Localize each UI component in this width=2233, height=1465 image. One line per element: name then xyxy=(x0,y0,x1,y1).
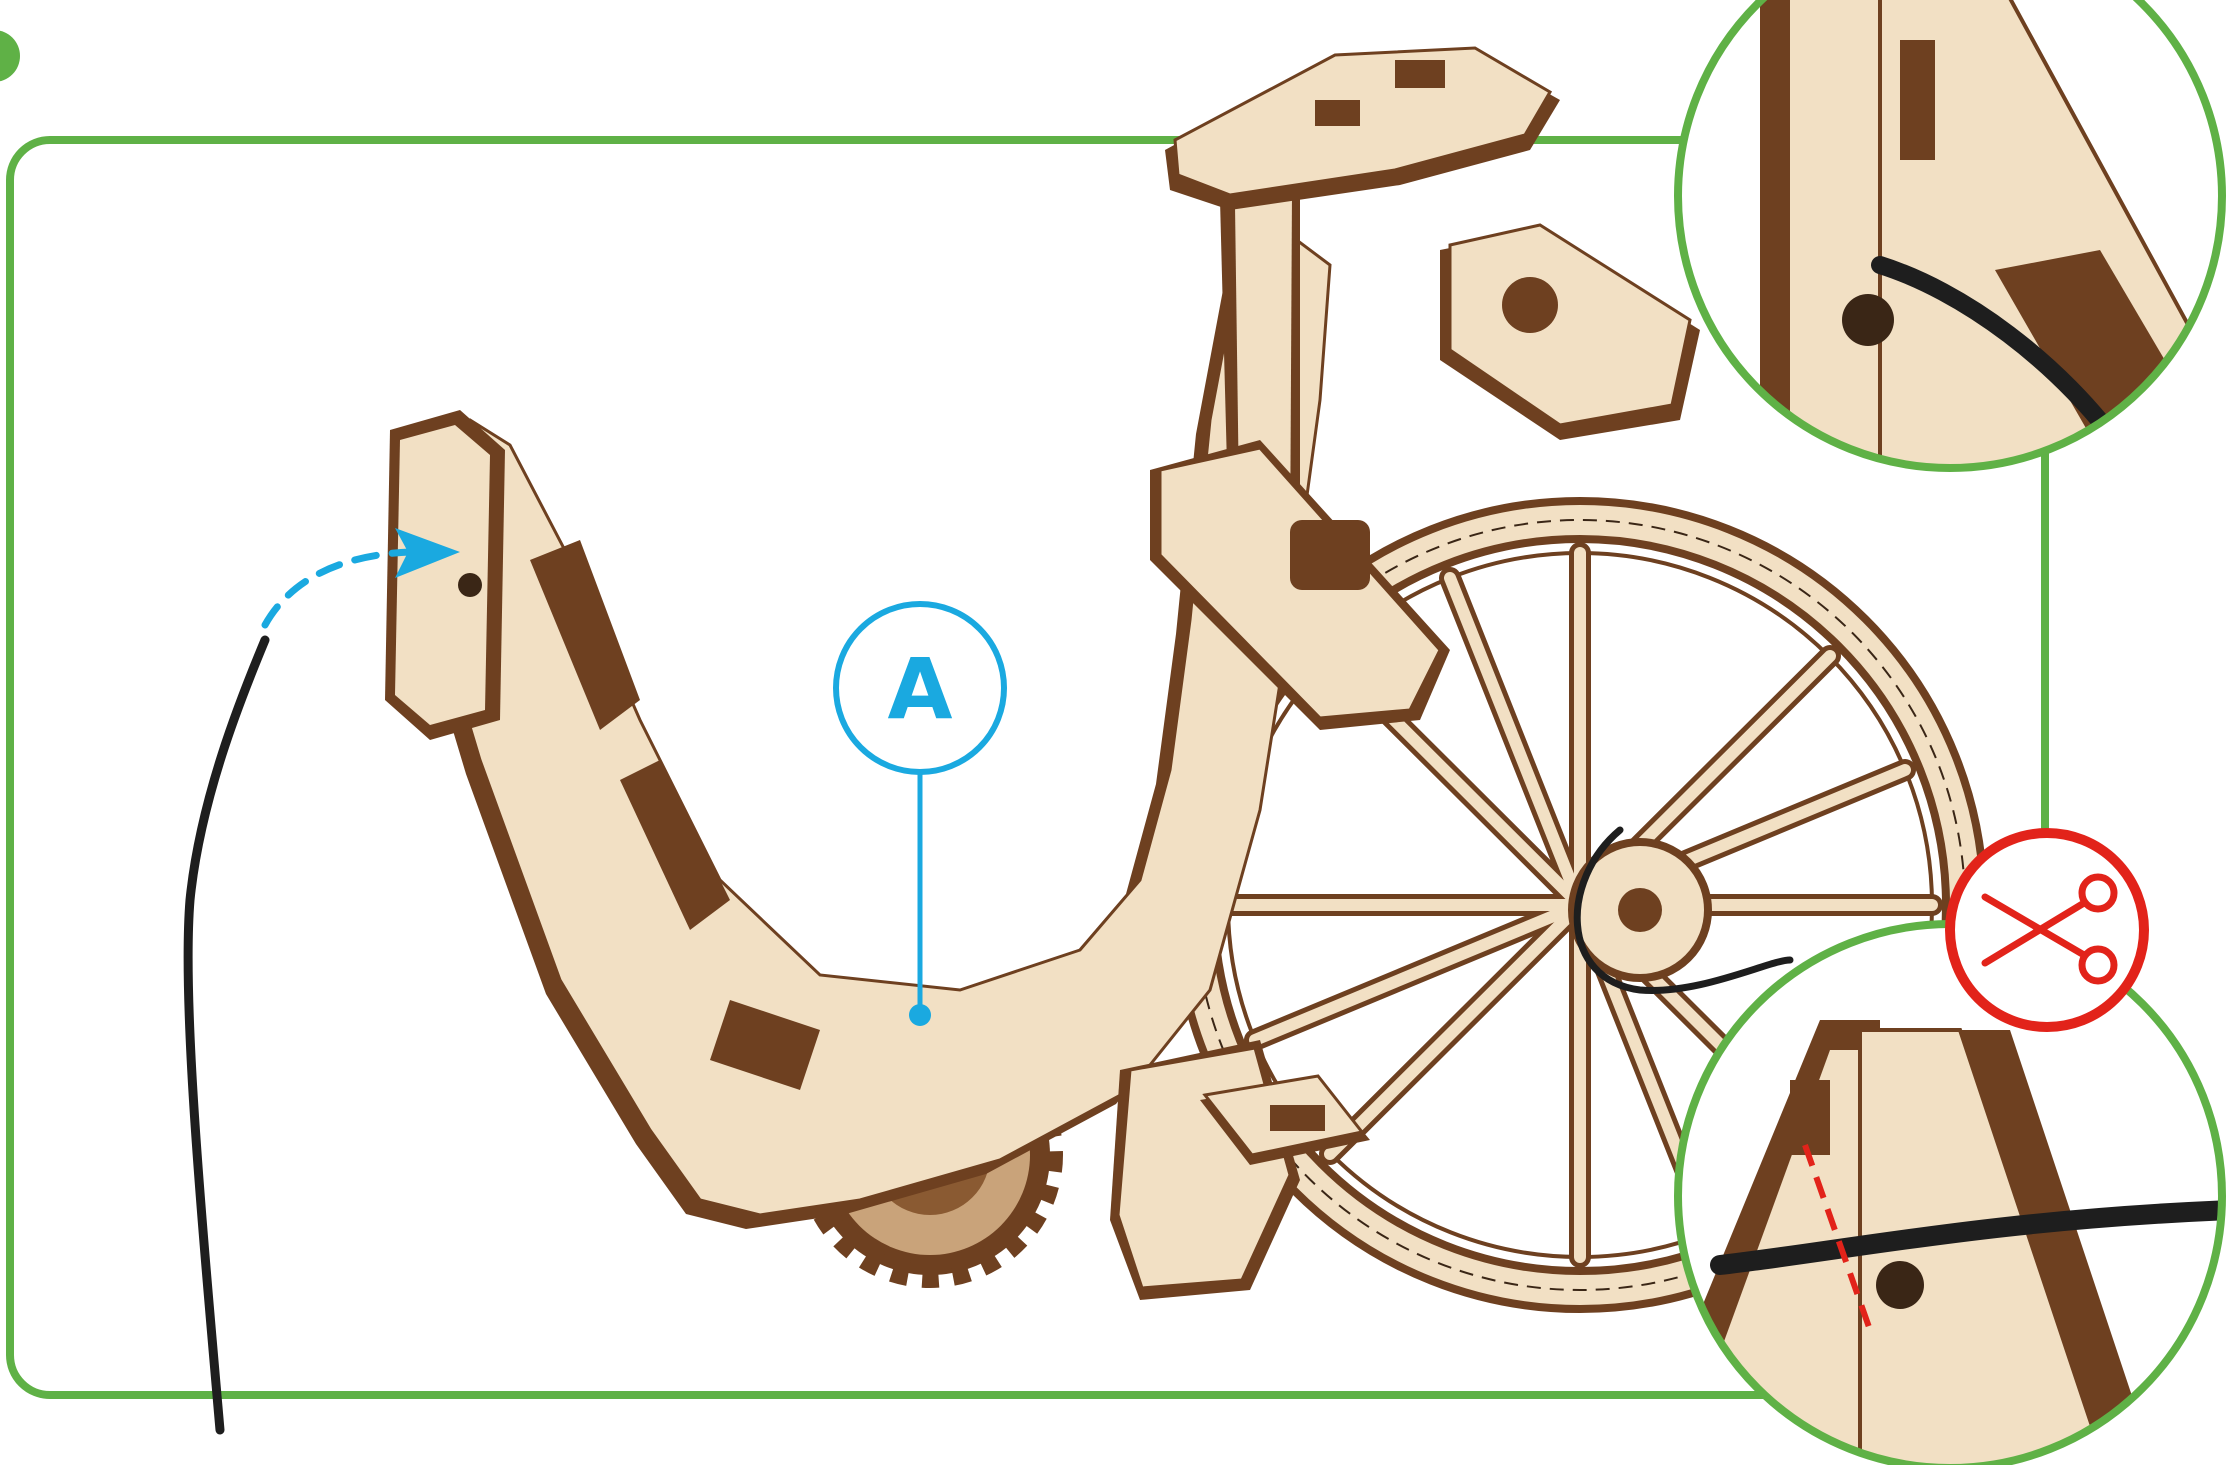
part-a-callout: A xyxy=(836,604,1004,1026)
part-label-a: A xyxy=(887,640,952,738)
loose-wire xyxy=(188,640,265,1430)
wire-through-hole-detail xyxy=(1678,0,2233,560)
cut-wire-detail xyxy=(1678,924,2230,1465)
scissors-badge xyxy=(1950,833,2144,1027)
step-number-badge xyxy=(0,30,20,82)
